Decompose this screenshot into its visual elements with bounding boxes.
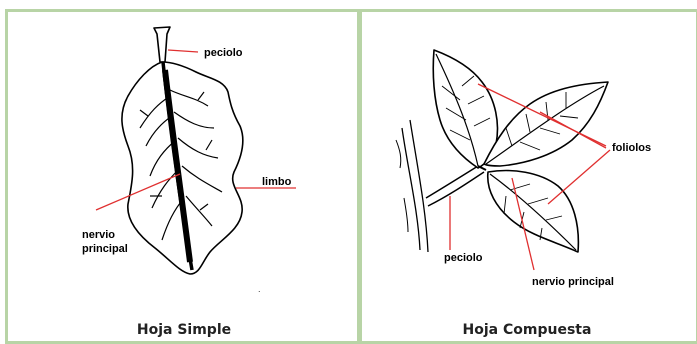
label-vein-simple: nervio principal: [82, 228, 128, 256]
compound-leaf-stem: [402, 128, 420, 250]
label-leaflets: foliolos: [612, 142, 651, 155]
caption-compound-leaf: Hoja Compuesta: [463, 322, 592, 338]
label-vein-compound: nervio principal: [532, 276, 614, 289]
pointer-petiole-simple: [168, 50, 198, 52]
label-petiole-compound: peciolo: [444, 252, 483, 265]
compound-leaf-drawing: [396, 50, 608, 252]
label-petiole-simple: peciolo: [204, 47, 243, 60]
simple-leaf-blade-outline: [122, 62, 243, 274]
simple-leaf-drawing: [122, 27, 243, 274]
simple-leaf-petiole-shape: [154, 27, 170, 62]
pointer-leaflet-3: [548, 150, 610, 204]
label-blade: limbo: [262, 176, 291, 189]
stray-mark: .: [258, 284, 261, 294]
caption-simple-leaf: Hoja Simple: [137, 322, 231, 338]
